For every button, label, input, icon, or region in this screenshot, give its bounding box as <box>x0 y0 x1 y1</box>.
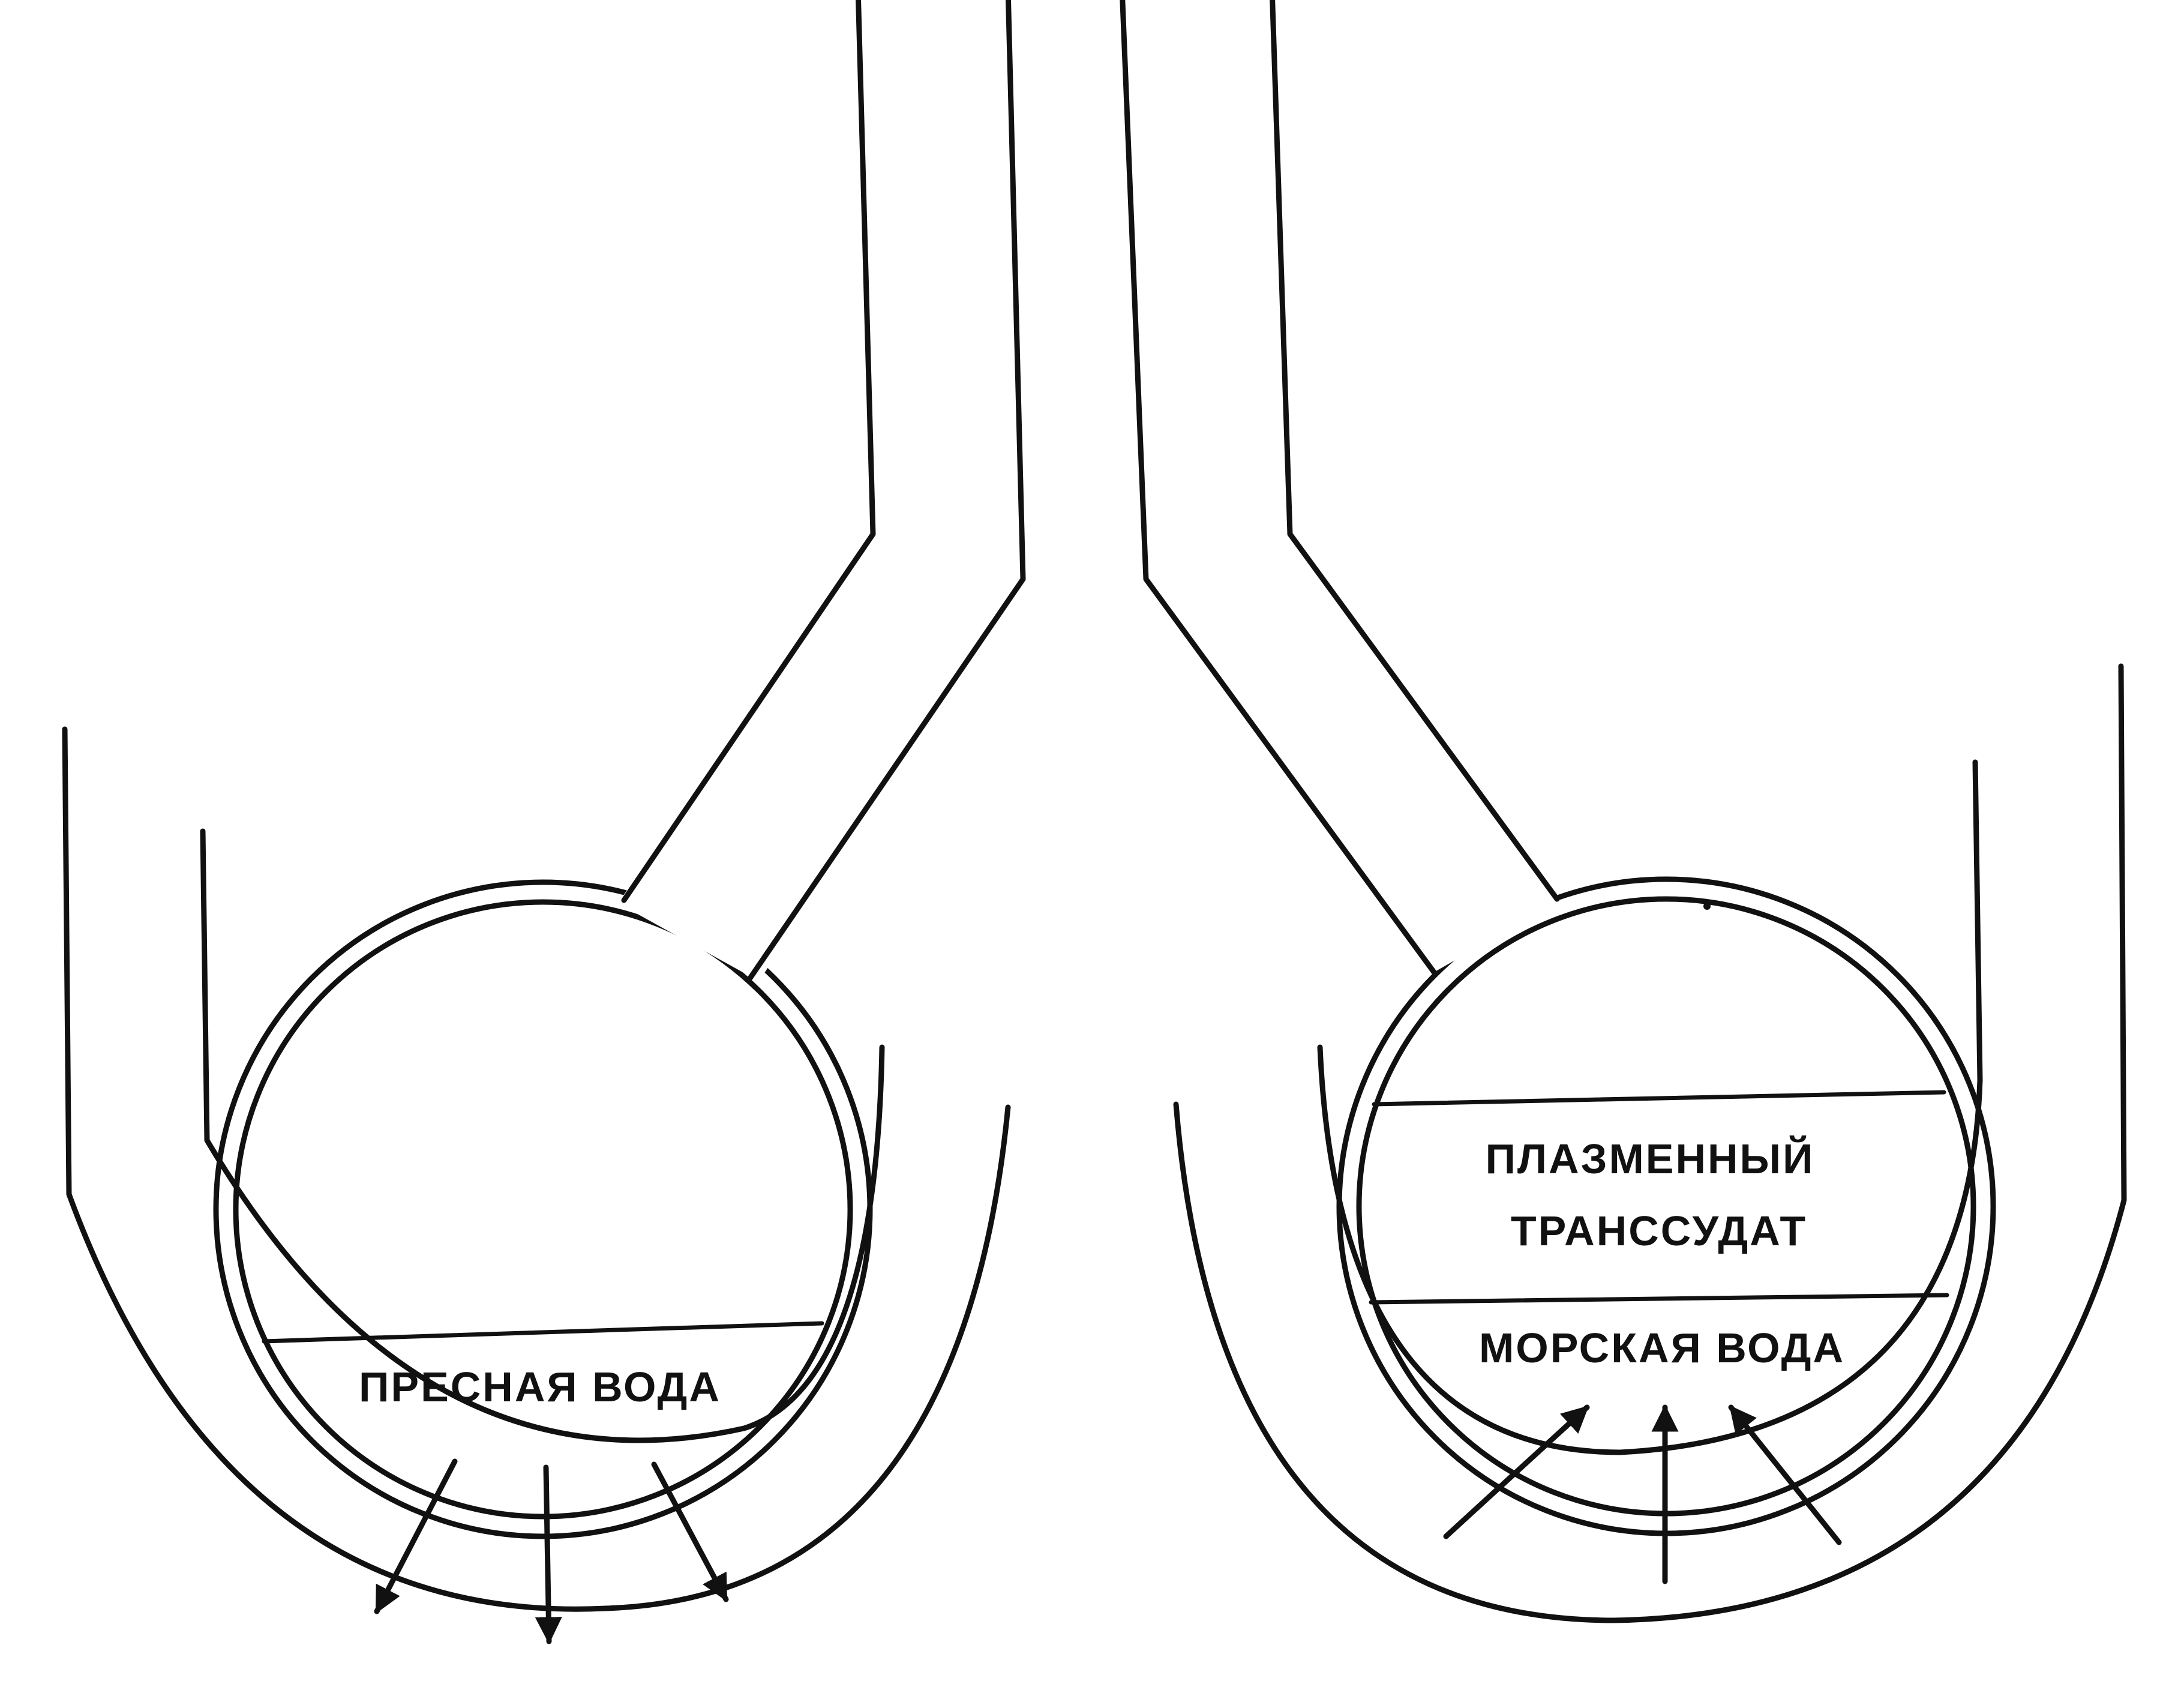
right-bronchiole-fill <box>1122 0 1560 972</box>
left-inner-tissue <box>200 828 885 1443</box>
left-lung-group: ПРЕСНАЯ ВОДА <box>62 0 1026 1644</box>
left-alveolus-inner-wall <box>233 899 853 1520</box>
left-bronchiole-inner <box>747 0 1026 981</box>
left-bronchiole-outer <box>621 0 876 903</box>
right-lung-group: ПЛАЗМЕННЫЙ ТРАНССУДАТ МОРСКАЯ ВОДА <box>1120 0 2127 1623</box>
right-speck <box>1703 903 1711 910</box>
sea-water-label: МОРСКАЯ ВОДА <box>1479 1325 1845 1371</box>
left-outer-tissue <box>62 726 1011 1612</box>
left-alveolus-outer-wall <box>213 879 873 1539</box>
left-arrow-1 <box>374 1458 458 1614</box>
right-arrow-1 <box>1443 1404 1590 1539</box>
right-transudate-upper-line <box>1372 1090 1946 1107</box>
right-arrow-3 <box>1728 1404 1842 1545</box>
right-transudate-lower-line <box>1369 1293 1949 1305</box>
fresh-water-label: ПРЕСНАЯ ВОДА <box>359 1364 721 1410</box>
left-arrow-3 <box>651 1461 729 1602</box>
plasma-transudate-label-line1: ПЛАЗМЕННЫЙ <box>1486 1135 1815 1182</box>
right-bronchiole-inner <box>1270 0 1560 902</box>
right-inner-tissue <box>1317 759 1983 1455</box>
left-fluid-level <box>262 1321 824 1344</box>
plasma-transudate-label-line2: ТРАНССУДАТ <box>1511 1207 1807 1254</box>
left-bronchiole-fill <box>618 0 1023 981</box>
right-bronchiole-outer <box>1120 0 1437 975</box>
left-arrow-2 <box>535 1464 562 1644</box>
right-outer-tissue <box>1173 663 2127 1623</box>
